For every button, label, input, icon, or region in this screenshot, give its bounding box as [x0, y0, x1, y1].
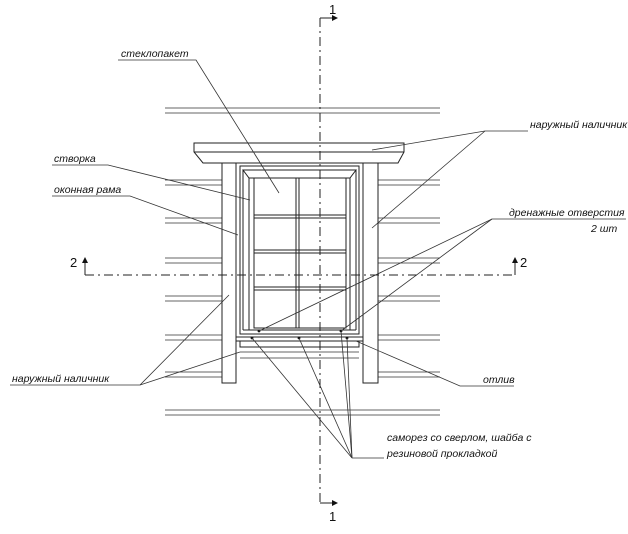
label-drip-sill: отлив — [483, 374, 515, 386]
section-mark-top: 1 — [329, 2, 336, 17]
label-outer-trim-bottom: наружный наличник — [12, 373, 110, 385]
label-glass-unit: стеклопакет — [121, 48, 189, 60]
section-mark-right: 2 — [520, 255, 527, 270]
drip-sill — [235, 329, 364, 359]
label-screws-line-2: резиновой прокладкой — [386, 448, 498, 460]
label-outer-trim-top: наружный наличник — [530, 119, 628, 131]
label-drain-holes: дренажные отверстия — [509, 207, 625, 219]
section-line-1 — [319, 15, 338, 506]
wall-siding-lines — [165, 107, 440, 416]
leader-lines — [10, 59, 626, 459]
section-mark-bottom: 1 — [329, 509, 336, 524]
label-drain-holes-count: 2 шт — [590, 223, 617, 235]
label-sash: створка — [54, 153, 96, 165]
section-line-2 — [82, 257, 518, 276]
side-trims — [221, 162, 379, 384]
top-trim — [193, 142, 405, 164]
label-screws-line-1: саморез со сверлом, шайба с — [387, 432, 532, 444]
glass-grid — [254, 178, 346, 328]
label-window-frame: оконная рама — [54, 184, 121, 196]
section-mark-left: 2 — [70, 255, 77, 270]
